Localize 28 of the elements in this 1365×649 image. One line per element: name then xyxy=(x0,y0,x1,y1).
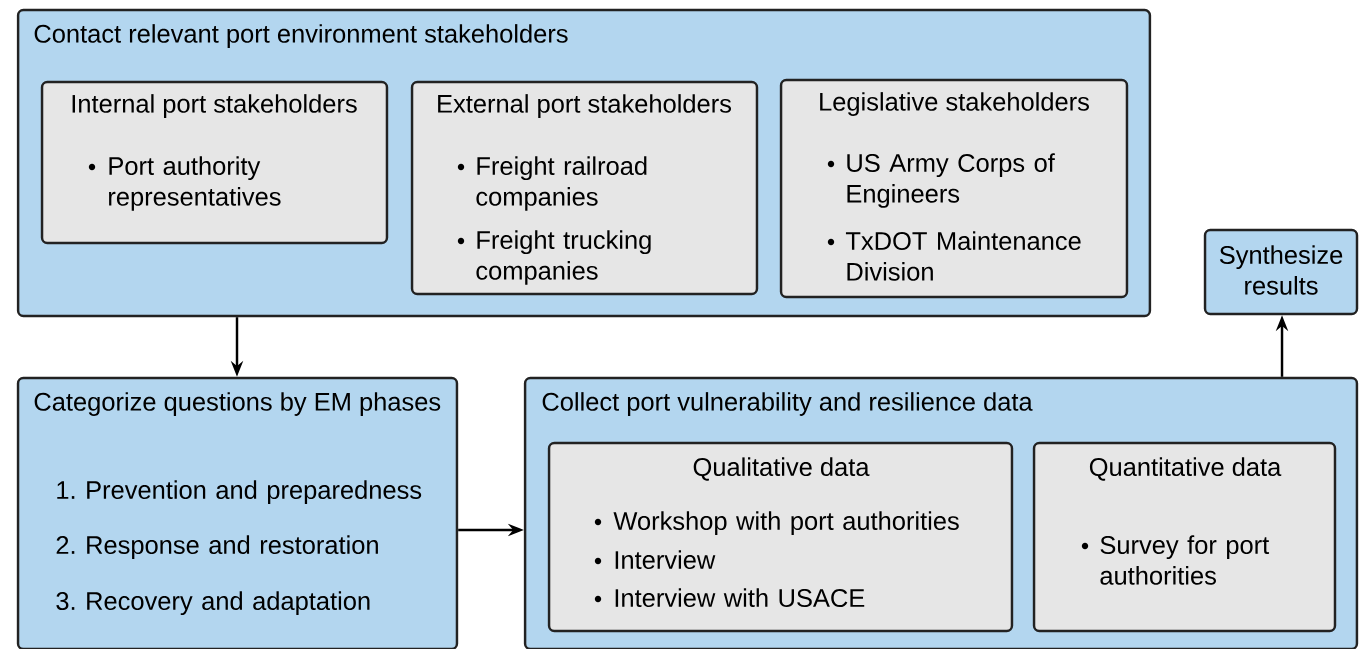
stakeholder-box xyxy=(1032,441,1337,633)
list-item: Freight railroad companies xyxy=(476,156,647,211)
box-label: Synthesize results xyxy=(1219,245,1343,295)
box-heading: Contact relevant port environment stakeholders xyxy=(34,24,568,48)
numbered-item: 3. Recovery and adaptation xyxy=(56,591,370,616)
numbered-item: 2. Response and restoration xyxy=(56,535,378,560)
box-heading: External port stakeholders xyxy=(438,94,731,118)
stakeholder-box xyxy=(40,80,389,245)
box-heading: Collect port vulnerability and resilience data xyxy=(542,392,1033,416)
list-item: Interview with USACE xyxy=(615,588,865,608)
stakeholder-box xyxy=(547,441,1014,633)
list-item: Freight trucking companies xyxy=(476,230,651,285)
box-heading: Qualitative data xyxy=(693,457,870,481)
list-item: Survey for port authorities xyxy=(1100,535,1270,585)
box-heading: Legislative stakeholders xyxy=(820,92,1089,116)
list-item: Interview xyxy=(615,550,716,570)
box-heading: Internal port stakeholders xyxy=(72,94,357,118)
group-box xyxy=(1203,228,1359,316)
group-box xyxy=(16,376,459,649)
numbered-item: 1. Prevention and preparedness xyxy=(57,480,422,505)
box-heading: Quantitative data xyxy=(1089,457,1282,481)
stakeholder-box xyxy=(779,78,1129,299)
list-item: TxDOT Maintenance Division xyxy=(845,231,1081,281)
box-heading: Categorize questions by EM phases xyxy=(34,392,441,416)
stakeholder-box xyxy=(410,80,759,296)
list-item: Port authority representatives xyxy=(109,156,281,211)
list-item: US Army Corps of Engineers xyxy=(847,153,1055,208)
list-item: Workshop with port authorities xyxy=(613,511,959,536)
